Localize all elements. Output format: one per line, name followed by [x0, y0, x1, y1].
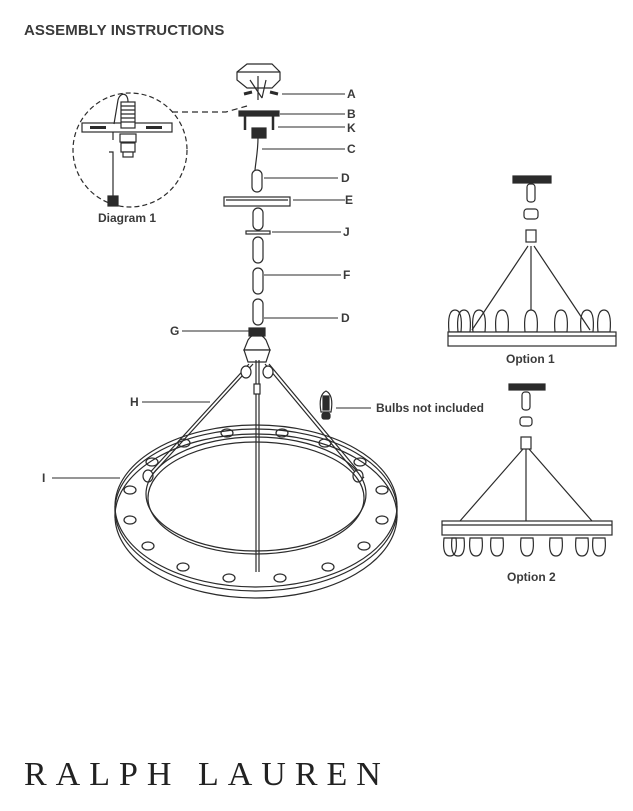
diagram-1-detail	[72, 92, 248, 208]
part-label-k: K	[347, 121, 356, 135]
page-title: ASSEMBLY INSTRUCTIONS	[24, 22, 225, 39]
option-1-caption: Option 1	[506, 352, 555, 366]
bulbs-note: Bulbs not included	[376, 401, 484, 415]
brand-logo: RALPH LAUREN	[24, 756, 390, 793]
support-arms	[142, 360, 365, 572]
bulb-icon	[319, 390, 333, 420]
part-label-b: B	[347, 107, 356, 121]
part-label-j: J	[343, 225, 350, 239]
diagram-1-caption: Diagram 1	[98, 211, 157, 225]
part-label-f: F	[343, 268, 351, 282]
option-1-illustration	[447, 175, 617, 347]
part-label-a: A	[347, 87, 356, 101]
part-label-c: C	[347, 142, 356, 156]
option-2-caption: Option 2	[507, 570, 556, 584]
canopy	[236, 63, 281, 171]
bulb-holes	[123, 428, 389, 583]
part-label-g: G	[170, 324, 180, 338]
ring-frame	[114, 424, 398, 599]
part-label-d-lower: D	[341, 311, 350, 325]
leader-lines	[52, 93, 371, 479]
option-2-illustration	[441, 383, 613, 557]
part-label-d-upper: D	[341, 171, 350, 185]
part-label-e: E	[345, 193, 354, 207]
part-label-i: I	[42, 471, 46, 485]
chain-assembly	[223, 169, 291, 363]
part-label-h: H	[130, 395, 139, 409]
